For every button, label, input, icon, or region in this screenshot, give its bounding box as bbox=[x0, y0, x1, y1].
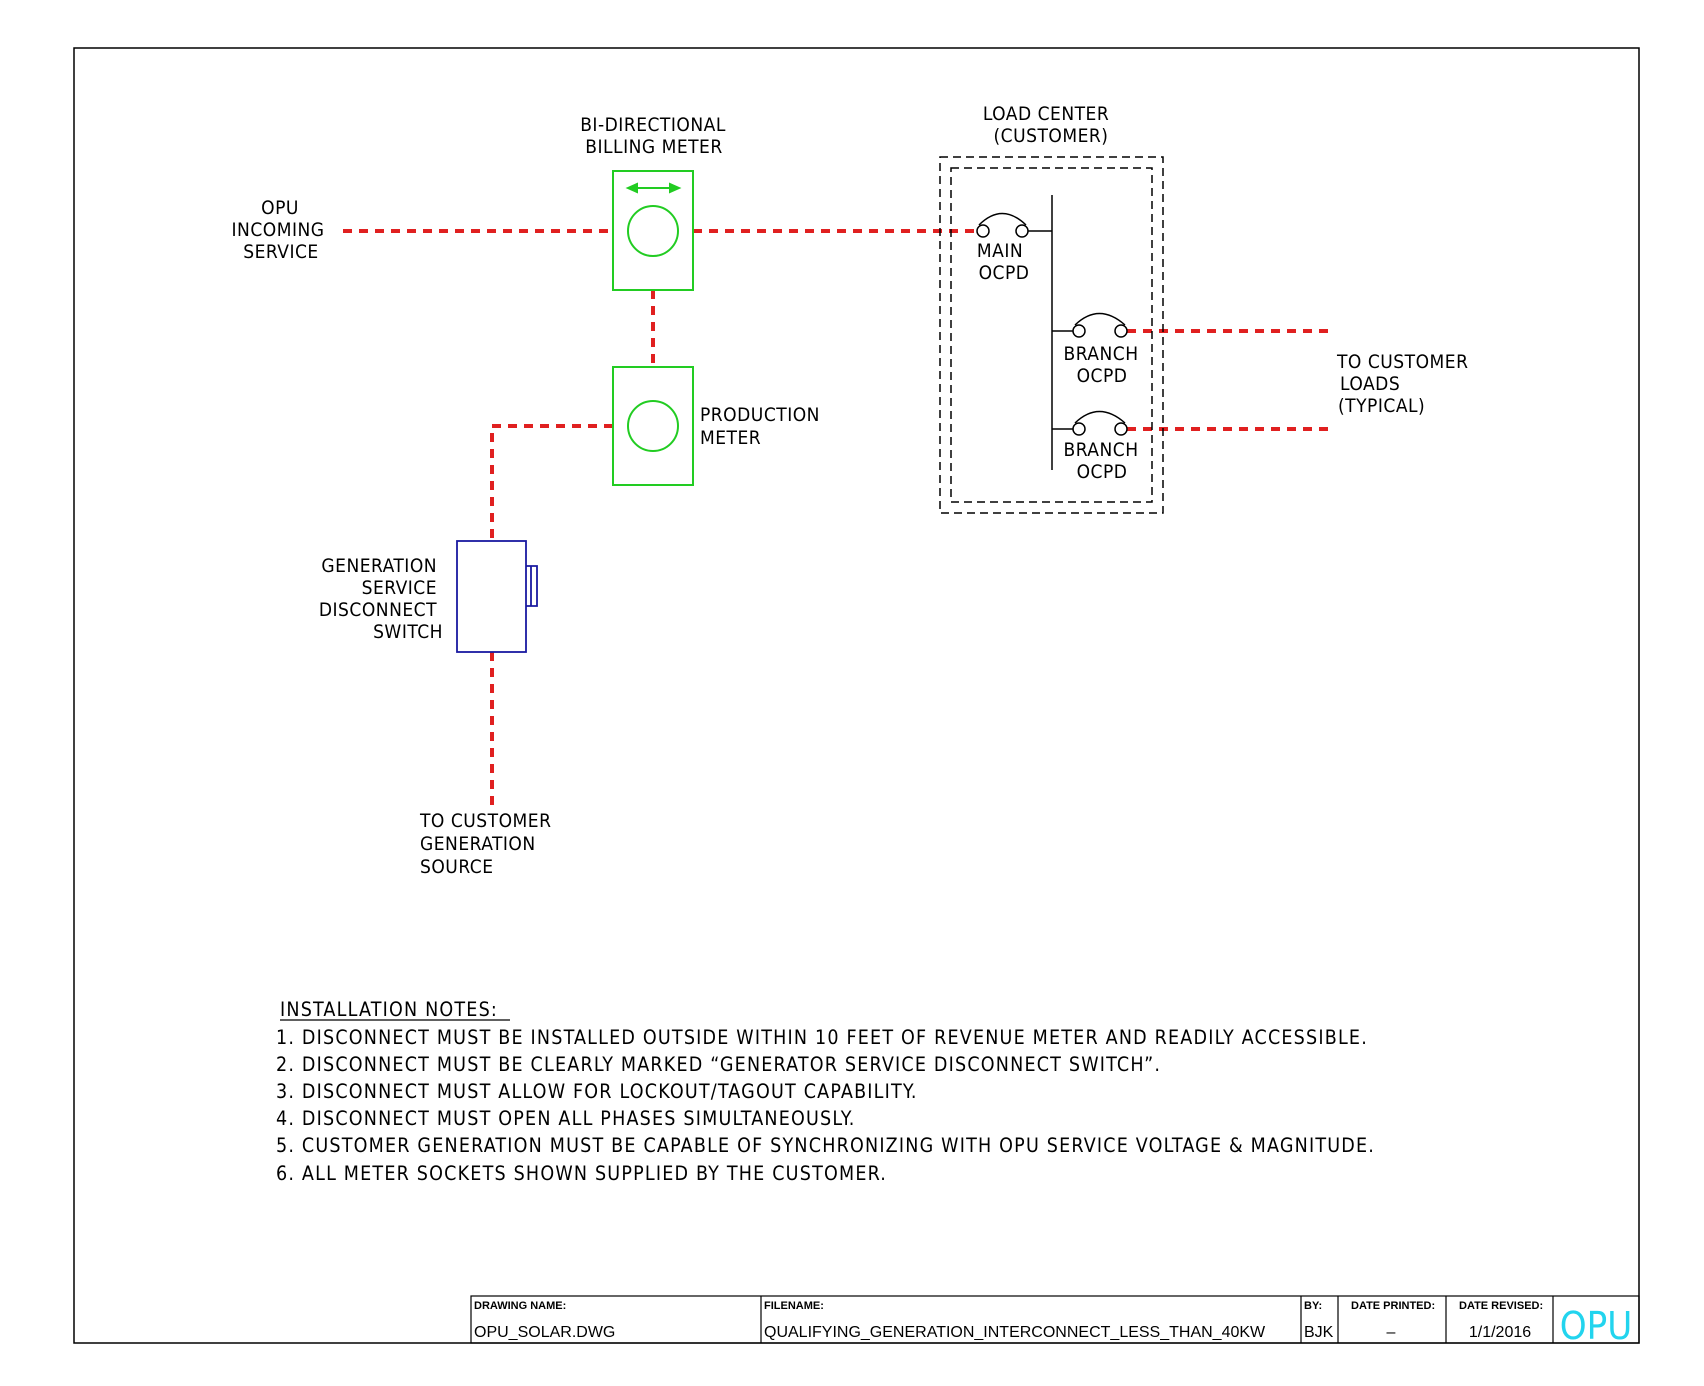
date-printed-header: DATE PRINTED: bbox=[1351, 1300, 1435, 1312]
disconnect-switch bbox=[456, 540, 538, 653]
note-item: 2. DISCONNECT MUST BE CLEARLY MARKED “GE… bbox=[276, 1053, 1161, 1076]
billing-meter-dial-icon bbox=[627, 205, 679, 257]
by-header: BY: bbox=[1304, 1300, 1322, 1312]
customer-loads-label: TO CUSTOMER LOADS (TYPICAL) bbox=[1336, 351, 1474, 417]
billing-meter-label: BI-DIRECTIONAL BILLING METER bbox=[580, 114, 732, 158]
installation-notes: INSTALLATION NOTES: 1. DISCONNECT MUST B… bbox=[276, 998, 1375, 1185]
production-meter-dial-icon bbox=[627, 400, 679, 452]
filename-header: FILENAME: bbox=[764, 1300, 824, 1312]
branch-ocpd-1-breaker-icon bbox=[1052, 312, 1128, 338]
billing-meter bbox=[612, 170, 694, 291]
notes-heading: INSTALLATION NOTES: bbox=[280, 998, 498, 1021]
note-item: 1. DISCONNECT MUST BE INSTALLED OUTSIDE … bbox=[276, 1026, 1368, 1049]
drawing-name-value: OPU_SOLAR.DWG bbox=[474, 1324, 615, 1341]
note-item: 6. ALL METER SOCKETS SHOWN SUPPLIED BY T… bbox=[276, 1162, 887, 1185]
production-meter bbox=[612, 366, 694, 486]
main-ocpd-breaker-icon bbox=[976, 212, 1052, 238]
production-to-disconnect-line bbox=[490, 424, 613, 541]
branch-ocpd-2-breaker-icon bbox=[1052, 410, 1128, 436]
date-revised-header: DATE REVISED: bbox=[1459, 1300, 1543, 1312]
note-item: 3. DISCONNECT MUST ALLOW FOR LOCKOUT/TAG… bbox=[276, 1080, 918, 1103]
main-ocpd-label: MAIN OCPD bbox=[977, 240, 1030, 284]
billing-meter-socket bbox=[612, 170, 694, 291]
load-center-outer bbox=[939, 156, 1164, 514]
branch-ocpd-1-label: BRANCH OCPD bbox=[1063, 343, 1144, 387]
filename-value: QUALIFYING_GENERATION_INTERCONNECT_LESS_… bbox=[764, 1324, 1266, 1341]
note-item: 5. CUSTOMER GENERATION MUST BE CAPABLE O… bbox=[276, 1134, 1375, 1157]
drawing-name-header: DRAWING NAME: bbox=[474, 1300, 566, 1312]
conductors bbox=[343, 229, 1330, 810]
opu-incoming-label: OPU INCOMING SERVICE bbox=[232, 197, 331, 263]
date-printed-value: – bbox=[1387, 1324, 1396, 1341]
opu-logo: OPU bbox=[1560, 1304, 1633, 1348]
disconnect-switch-label: GENERATION SERVICE DISCONNECT SWITCH bbox=[319, 555, 443, 643]
bidirectional-arrow-icon bbox=[625, 182, 638, 194]
branch-ocpd-2-label: BRANCH OCPD bbox=[1063, 439, 1144, 483]
production-meter-socket bbox=[612, 366, 694, 486]
disconnect-switch-box bbox=[456, 540, 527, 653]
production-meter-label: PRODUCTION METER bbox=[700, 404, 826, 449]
generation-source-label: TO CUSTOMER GENERATION SOURCE bbox=[419, 810, 557, 878]
title-block bbox=[470, 1295, 1640, 1344]
load-center bbox=[939, 156, 1164, 514]
date-revised-value: 1/1/2016 bbox=[1469, 1324, 1531, 1341]
load-center-inner bbox=[950, 167, 1153, 503]
load-center-label: LOAD CENTER (CUSTOMER) bbox=[983, 103, 1115, 147]
by-value: BJK bbox=[1304, 1324, 1334, 1341]
note-item: 4. DISCONNECT MUST OPEN ALL PHASES SIMUL… bbox=[276, 1107, 856, 1130]
